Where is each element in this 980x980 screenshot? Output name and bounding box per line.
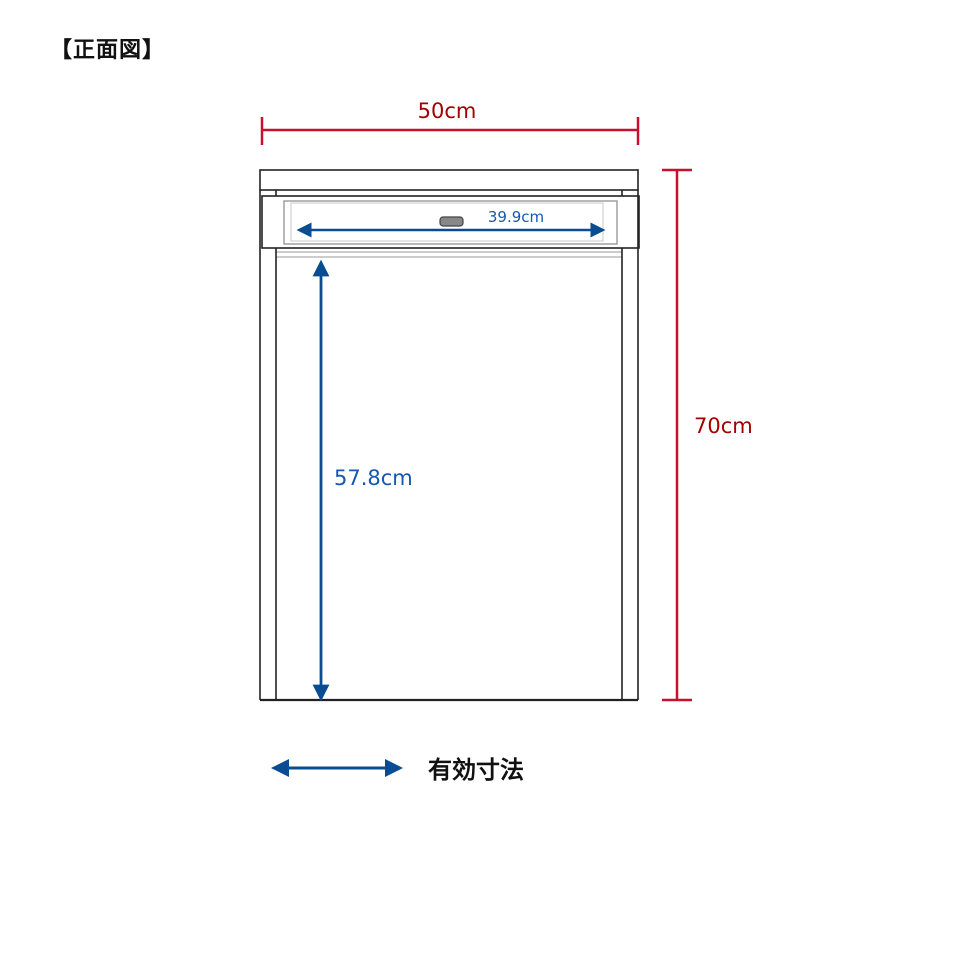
overall-height-dimension: 70cm xyxy=(662,168,753,702)
inner-height-dimension: 57.8cm xyxy=(312,259,413,702)
drawer-handle xyxy=(439,216,464,227)
inner-width-dimension: 39.9cm xyxy=(296,208,606,238)
overall-width-dimension: 50cm xyxy=(260,99,640,145)
diagram-title: 【正面図】 xyxy=(50,38,166,63)
overall-height-label: 70cm xyxy=(694,414,753,438)
inner-width-label: 39.9cm xyxy=(488,208,544,226)
legend-label: 有効寸法 xyxy=(428,756,524,784)
cabinet-outline xyxy=(259,169,640,702)
overall-width-label: 50cm xyxy=(418,99,477,123)
inner-height-label: 57.8cm xyxy=(334,466,413,490)
